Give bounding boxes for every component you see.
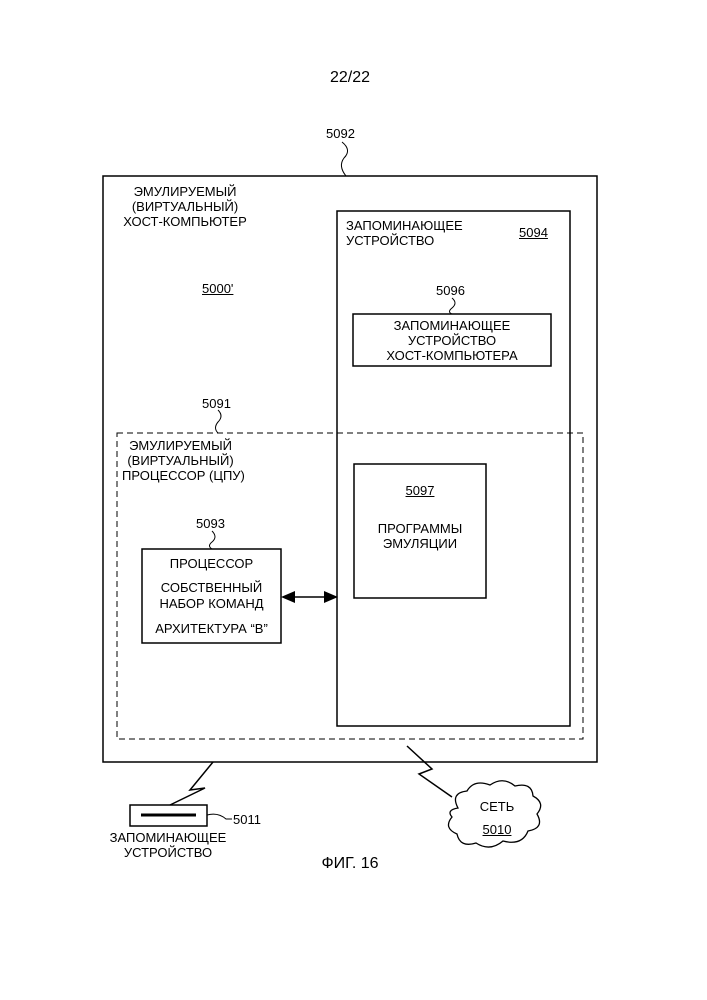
memory-title-line1: ЗАПОМИНАЮЩЕЕ	[346, 218, 463, 233]
host-memory-title: ЗАПОМИНАЮЩЕЕ УСТРОЙСТВО ХОСТ-КОМПЬЮТЕРА	[353, 318, 551, 363]
memory-title-line2: УСТРОЙСТВО	[346, 233, 463, 248]
emulated-cpu-title: ЭМУЛИРУЕМЫЙ (ВИРТУАЛЬНЫЙ) ПРОЦЕССОР (ЦПУ…	[118, 438, 243, 483]
emulated-cpu-line1: ЭМУЛИРУЕМЫЙ	[118, 438, 243, 453]
network-label: СЕТЬ	[462, 799, 532, 814]
arrow-head-left	[281, 591, 295, 603]
emulation-programs-line1: ПРОГРАММЫ	[354, 521, 486, 536]
network-ref-label: 5010	[462, 822, 532, 837]
native-processor-leader	[210, 531, 216, 549]
native-processor-ref-label: 5093	[196, 516, 225, 531]
host-memory-line1: ЗАПОМИНАЮЩЕЕ	[353, 318, 551, 333]
storage-link-bolt	[170, 762, 213, 805]
emulated-cpu-line3: ПРОЦЕССОР (ЦПУ)	[118, 468, 243, 483]
arrow-head-right	[324, 591, 338, 603]
emulation-programs-ref-label: 5097	[354, 483, 486, 498]
storage-device-line2: УСТРОЙСТВО	[98, 845, 238, 860]
memory-ref-label: 5094	[519, 225, 548, 240]
emulated-cpu-line2: (ВИРТУАЛЬНЫЙ)	[118, 453, 243, 468]
host-id-label: 5000'	[202, 281, 233, 296]
emulated-cpu-leader	[216, 410, 222, 433]
emulation-programs-line2: ЭМУЛЯЦИИ	[354, 536, 486, 551]
host-title-line1: ЭМУЛИРУЕМЫЙ	[110, 184, 260, 199]
host-memory-ref-label: 5096	[436, 283, 465, 298]
host-title-line3: ХОСТ-КОМПЬЮТЕР	[110, 214, 260, 229]
native-processor-line2: СОБСТВЕННЫЙ	[142, 580, 281, 595]
host-memory-leader	[450, 298, 456, 314]
native-processor-line4: АРХИТЕКТУРА “B”	[142, 621, 281, 636]
native-processor-line3: НАБОР КОМАНД	[142, 596, 281, 611]
storage-device-line1: ЗАПОМИНАЮЩЕЕ	[98, 830, 238, 845]
native-processor-line1: ПРОЦЕССОР	[142, 556, 281, 571]
host-title: ЭМУЛИРУЕМЫЙ (ВИРТУАЛЬНЫЙ) ХОСТ-КОМПЬЮТЕР	[110, 184, 260, 229]
storage-device-title: ЗАПОМИНАЮЩЕЕ УСТРОЙСТВО	[98, 830, 238, 860]
host-title-line2: (ВИРТУАЛЬНЫЙ)	[110, 199, 260, 214]
host-leader-line	[341, 142, 347, 176]
emulation-programs-title: ПРОГРАММЫ ЭМУЛЯЦИИ	[354, 521, 486, 551]
host-memory-line3: ХОСТ-КОМПЬЮТЕРА	[353, 348, 551, 363]
host-memory-line2: УСТРОЙСТВО	[353, 333, 551, 348]
emulated-cpu-ref-label: 5091	[202, 396, 231, 411]
storage-ref-label: 5011	[233, 812, 261, 827]
host-ref-label: 5092	[326, 126, 355, 141]
memory-title: ЗАПОМИНАЮЩЕЕ УСТРОЙСТВО	[346, 218, 463, 248]
page-number: 22/22	[310, 70, 390, 85]
storage-leader	[207, 814, 232, 819]
figure-caption: ФИГ. 16	[290, 856, 410, 871]
network-link-bolt	[407, 746, 452, 797]
